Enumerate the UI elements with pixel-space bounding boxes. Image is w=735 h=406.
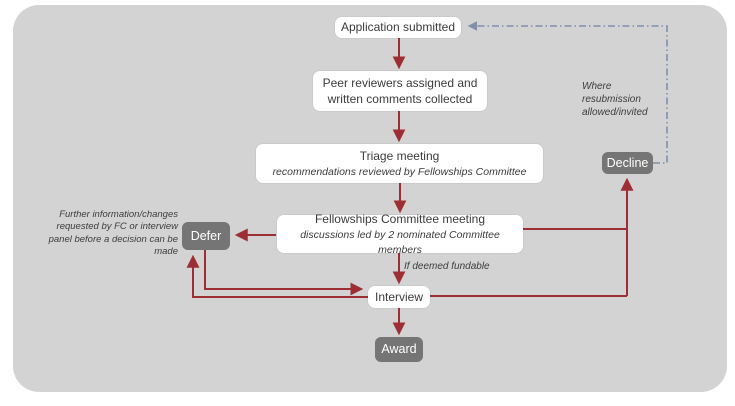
- node-defer: Defer: [182, 222, 230, 250]
- annotation-if-deemed-fundable: If deemed fundable: [404, 261, 490, 272]
- node-fellowships-committee-meeting: Fellowships Committee meeting discussion…: [277, 212, 523, 256]
- node-subtitle: recommendations reviewed by Fellowships …: [272, 166, 527, 178]
- node-label: Award: [381, 342, 417, 357]
- node-title: Triage meeting: [359, 148, 440, 163]
- node-peer-reviewers: Peer reviewers assigned and written comm…: [313, 71, 487, 111]
- node-label: Defer: [190, 228, 222, 243]
- annotation-resubmission-note: Where resubmission allowed/invited: [582, 81, 648, 118]
- node-label: Interview: [374, 289, 424, 304]
- node-award: Award: [375, 337, 423, 362]
- node-triage-meeting: Triage meeting recommendations reviewed …: [256, 144, 543, 183]
- node-label: Decline: [606, 155, 649, 170]
- node-subtitle: discussions led by 2 nominated Committee…: [300, 229, 500, 256]
- node-label: Application submitted: [340, 20, 456, 35]
- annotation-defer-note: Further information/changes requested by…: [48, 209, 178, 258]
- node-title: Fellowships Committee meeting: [314, 212, 486, 227]
- node-label: Peer reviewers assigned and written comm…: [322, 75, 478, 106]
- node-interview: Interview: [368, 286, 430, 308]
- node-application-submitted: Application submitted: [335, 17, 461, 38]
- node-decline: Decline: [602, 152, 653, 174]
- flowchart-canvas: [13, 5, 727, 392]
